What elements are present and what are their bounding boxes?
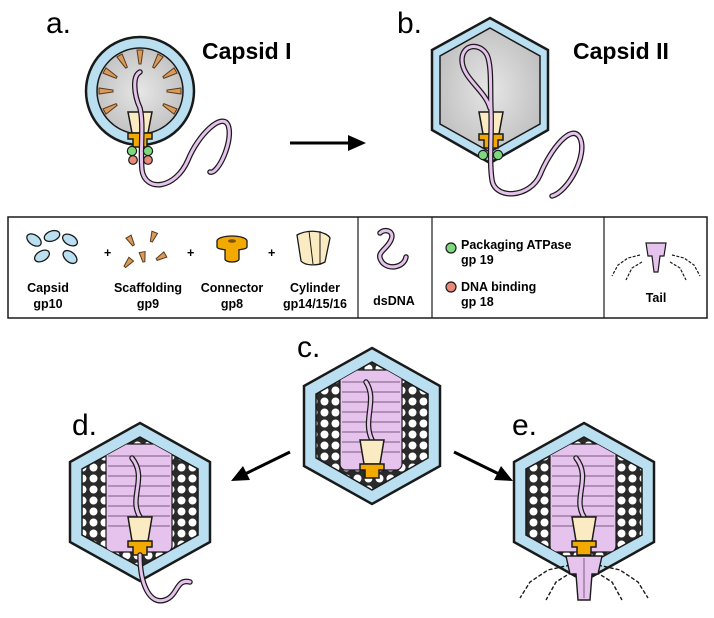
legend-packaging-label: Packaging ATPase [461,238,572,252]
packaging-atpase-dot [142,145,154,157]
panel-label-d: d. [72,409,97,442]
packaging-atpase-dot [126,145,138,157]
tail-assembly [519,555,649,601]
arrow-a-to-b [290,135,366,151]
dsdna-icon [377,227,409,270]
legend-plus: + [104,246,111,260]
connector-icon [216,235,248,263]
cylinder [571,516,597,542]
legend-cylinder-gene: gp14/15/16 [283,297,347,311]
packaging-atpase-dot [477,149,489,161]
cylinder [127,516,153,542]
capsid-ii-title: Capsid II [573,38,669,64]
dsdna-strand [133,70,231,187]
dna-binding-icon [445,281,457,293]
connector [359,463,385,479]
legend-scaffolding-label: Scaffolding [114,281,182,295]
legend-cylinder-label: Cylinder [290,281,340,295]
arrow-c-to-e [453,450,513,481]
legend-dna-binding-gene: gp 18 [461,295,494,309]
legend-packaging-gene: gp 19 [461,253,494,267]
legend-plus: + [268,246,275,260]
cylinder [359,439,385,465]
dsdna-strand [460,45,584,198]
legend-capsid-label: Capsid [27,281,69,295]
cylinder-icon [296,230,331,266]
panel-label-e: e. [512,409,537,442]
arrow-c-to-d [231,450,291,481]
connector [571,540,597,556]
dna-binding-dot [128,155,138,165]
legend-connector-label: Connector [201,281,264,295]
capsid-i-title: Capsid I [202,38,291,64]
legend: Capsid gp10 + Scaffolding gp9 + Connecto… [7,216,708,319]
capsid-i-diagram [84,35,233,188]
panel-label-c: c. [297,331,320,364]
scaffolding-proteins [98,49,182,115]
legend-tail-label: Tail [646,291,667,305]
dna-binding-dot [143,155,153,165]
mature-capsid-e [512,421,656,601]
mature-capsid-c [302,346,442,506]
scaffolding-protein-icon [123,230,168,269]
packaging-atpase-icon [445,242,457,254]
tail-icon [611,242,701,281]
connector [127,540,153,556]
legend-dna-binding-label: DNA binding [461,280,536,294]
capsid-protein-icon [26,229,79,265]
legend-plus: + [187,246,194,260]
panel-label-b: b. [397,7,422,40]
legend-scaffolding-gene: gp9 [137,297,159,311]
panel-label-a: a. [46,7,71,40]
mature-capsid-d [68,421,212,604]
capsid-ii-diagram [430,16,585,199]
packaging-atpase-dot [492,149,504,161]
legend-connector-gene: gp8 [221,297,243,311]
legend-dsdna-label: dsDNA [373,294,415,308]
legend-capsid-gene: gp10 [33,297,62,311]
dsdna-strand [138,553,192,603]
